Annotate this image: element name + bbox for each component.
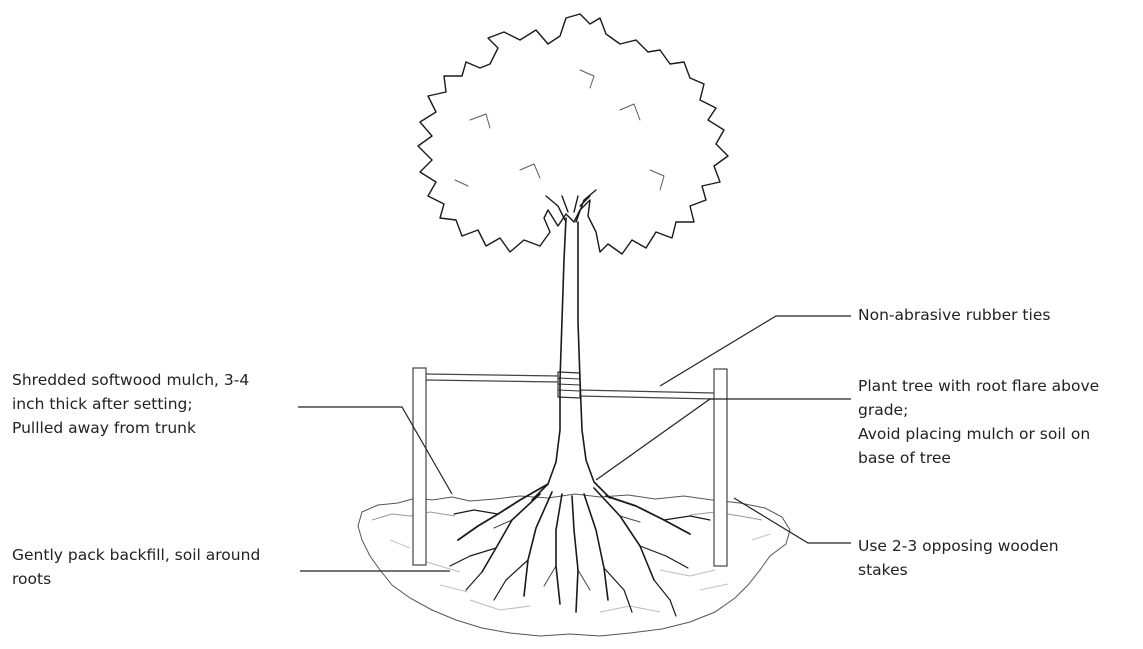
rubber-tie (426, 372, 714, 399)
label-root-flare-line: Avoid placing mulch or soil on (858, 422, 1099, 446)
label-mulch-line: inch thick after setting; (12, 392, 249, 416)
leader-mulch (298, 407, 452, 494)
label-mulch-line: Pullled away from trunk (12, 416, 249, 440)
label-ties-line: Non-abrasive rubber ties (858, 303, 1050, 327)
label-root-flare: Plant tree with root flare above grade; … (858, 374, 1099, 470)
label-backfill-line: roots (12, 567, 260, 591)
tree-roots (450, 484, 710, 616)
label-stakes-line: Use 2-3 opposing wooden (858, 534, 1059, 558)
tree-trunk (532, 190, 610, 500)
label-stakes: Use 2-3 opposing wooden stakes (858, 534, 1059, 582)
label-mulch: Shredded softwood mulch, 3-4 inch thick … (12, 368, 249, 440)
leader-ties (660, 316, 851, 386)
label-backfill-line: Gently pack backfill, soil around (12, 543, 260, 567)
label-root-flare-line: grade; (858, 398, 1099, 422)
label-mulch-line: Shredded softwood mulch, 3-4 (12, 368, 249, 392)
label-root-flare-line: base of tree (858, 446, 1099, 470)
stake-left (413, 368, 426, 565)
label-backfill: Gently pack backfill, soil around roots (12, 543, 260, 591)
label-root-flare-line: Plant tree with root flare above (858, 374, 1099, 398)
label-stakes-line: stakes (858, 558, 1059, 582)
leader-stakes (734, 498, 851, 543)
tree-canopy (418, 14, 728, 254)
label-ties: Non-abrasive rubber ties (858, 303, 1050, 327)
